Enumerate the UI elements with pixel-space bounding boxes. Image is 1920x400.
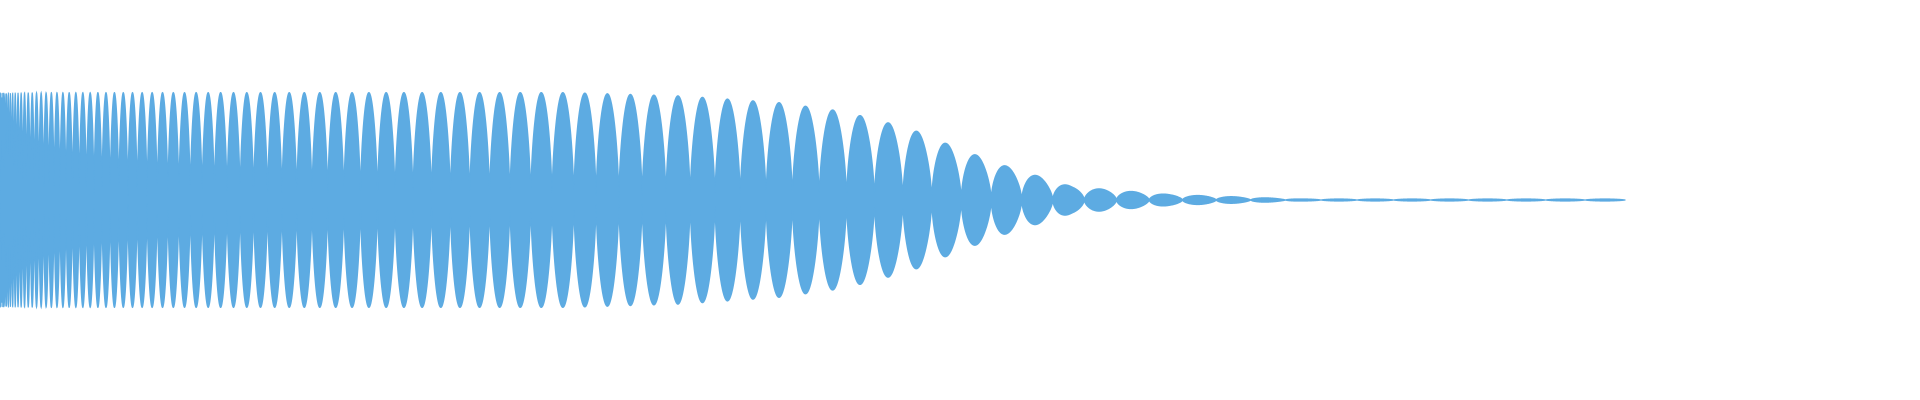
waveform-envelope	[0, 90, 1627, 310]
